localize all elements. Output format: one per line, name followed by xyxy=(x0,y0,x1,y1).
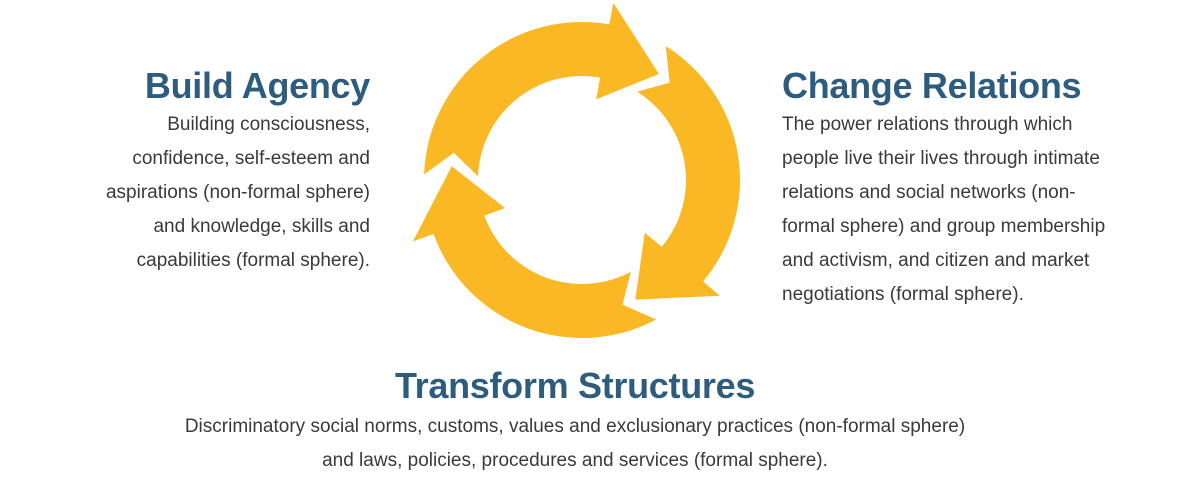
change-relations-section: Change Relations The power relations thr… xyxy=(782,64,1192,312)
transform-structures-section: Transform Structures Discriminatory soci… xyxy=(0,364,1150,478)
cycle-arrow-3 xyxy=(420,4,664,184)
change-relations-title: Change Relations xyxy=(782,65,1082,106)
transform-structures-title: Transform Structures xyxy=(394,365,756,406)
build-agency-description: Building consciousness, confidence, self… xyxy=(105,114,370,271)
cycle-arrow-1 xyxy=(629,40,743,303)
cycle-arrows-graphic xyxy=(406,4,743,341)
cycle-arrow-2 xyxy=(406,161,664,341)
change-relations-description: The power relations through which people… xyxy=(782,114,1106,305)
transform-structures-description: Discriminatory social norms, customs, va… xyxy=(184,416,966,471)
build-agency-title: Build Agency xyxy=(144,65,370,106)
build-agency-section: Build Agency Building consciousness, con… xyxy=(20,64,370,278)
